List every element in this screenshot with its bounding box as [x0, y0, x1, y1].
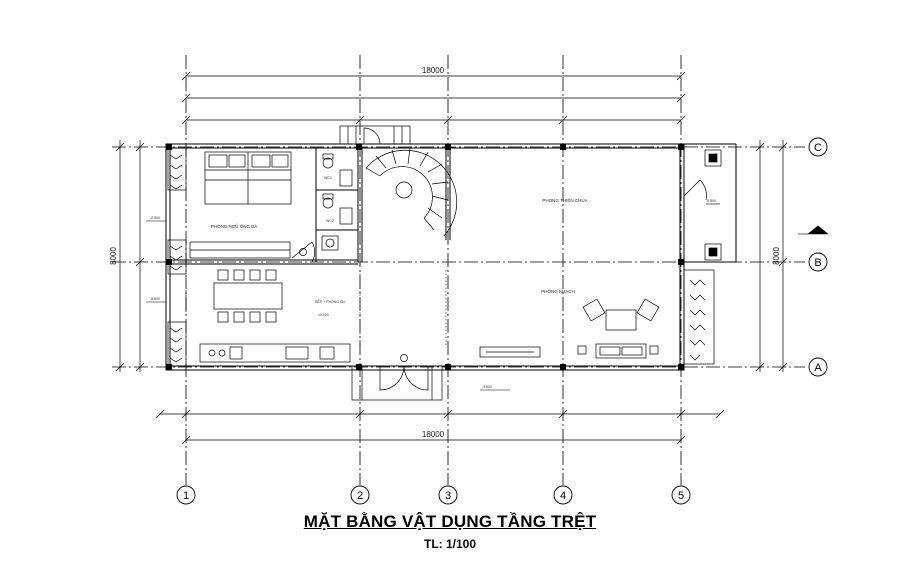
- coffee-table: [605, 309, 637, 331]
- drawing-scale: TL: 1/100: [423, 537, 477, 551]
- living-furniture: [479, 298, 660, 359]
- level-label-4: -0.600: [482, 385, 492, 389]
- tv-console: [479, 346, 541, 358]
- corridor-markings: [359, 270, 447, 345]
- room-label-wc2: WC2: [326, 219, 334, 223]
- armchair-left: [582, 298, 606, 322]
- dimension-top-total: 18000: [422, 66, 445, 75]
- kitchen-counter: [199, 343, 351, 363]
- dining-table: [213, 282, 283, 310]
- spiral-staircase: [365, 147, 458, 237]
- dimension-right-total: 8000: [772, 247, 781, 265]
- room-label-wc1: WC1: [324, 176, 332, 180]
- axis-label-4: 4: [560, 490, 566, 502]
- axis-label-c: C: [814, 142, 822, 154]
- axis-label-1: 1: [183, 490, 189, 502]
- armchair-right: [636, 298, 660, 322]
- drawing-title: MẶT BẰNG VẬT DỤNG TẦNG TRỆT: [303, 512, 597, 531]
- right-garden: [683, 149, 722, 365]
- front-entry: [351, 354, 443, 401]
- wc-fixtures: [321, 153, 353, 251]
- level-label-2: -0.600: [150, 297, 160, 301]
- columns: [166, 144, 684, 370]
- axis-label-2: 2: [357, 490, 363, 502]
- axis-label-5: 5: [678, 490, 684, 502]
- dimension-bottom-total: 18000: [422, 430, 445, 439]
- dimension-lines: [115, 71, 788, 445]
- axis-label-a: A: [814, 362, 822, 374]
- left-planters: [167, 147, 187, 367]
- axis-bubbles: [176, 137, 828, 505]
- room-label-living: PHÒNG KHÁCH: [541, 288, 575, 294]
- level-label-3: ±0.000: [318, 313, 329, 317]
- room-label-bedroom: PHÒNG NGỦ ÔNG BÀ: [211, 223, 258, 229]
- wc-sink: [321, 235, 339, 251]
- level-label-1: -0.800: [150, 216, 160, 220]
- walls: [165, 143, 737, 371]
- top-entry: [339, 125, 411, 145]
- level-markers: [146, 203, 829, 391]
- room-label-altar: PHÒNG THIÊN CHÚA: [542, 196, 587, 203]
- level-label-5: -0.800: [706, 199, 716, 203]
- room-label-kitchen: BẾP + PHÒNG ĂN: [315, 299, 345, 304]
- sofa-main: [595, 343, 647, 359]
- axis-label-3: 3: [445, 490, 451, 502]
- dining-set: [199, 269, 351, 363]
- axis-label-b: B: [814, 257, 821, 269]
- bedroom-furniture: [189, 151, 316, 263]
- dimension-left-total: 8000: [109, 247, 118, 265]
